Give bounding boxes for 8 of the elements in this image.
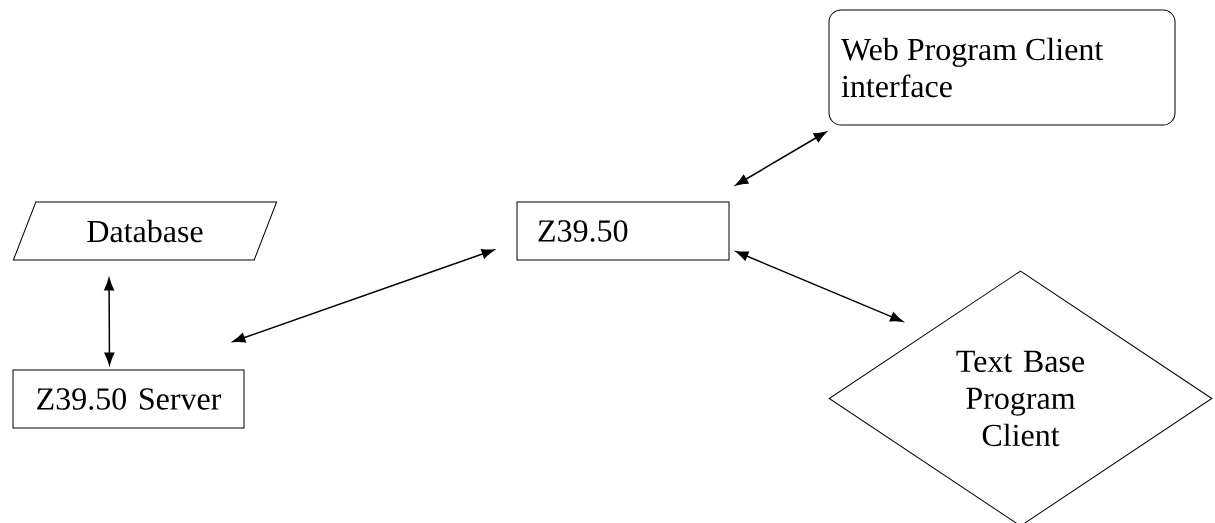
arrow: [104, 277, 115, 366]
arrow: [232, 249, 495, 343]
arrow: [735, 251, 903, 322]
process-box: Z39.50 Server: [12, 369, 245, 429]
rounded-box: Web Program Client interface: [828, 9, 1176, 126]
arrow: [735, 131, 827, 186]
input-parallelogram: Database: [12, 201, 278, 261]
process-box: Z39.50: [516, 201, 730, 261]
